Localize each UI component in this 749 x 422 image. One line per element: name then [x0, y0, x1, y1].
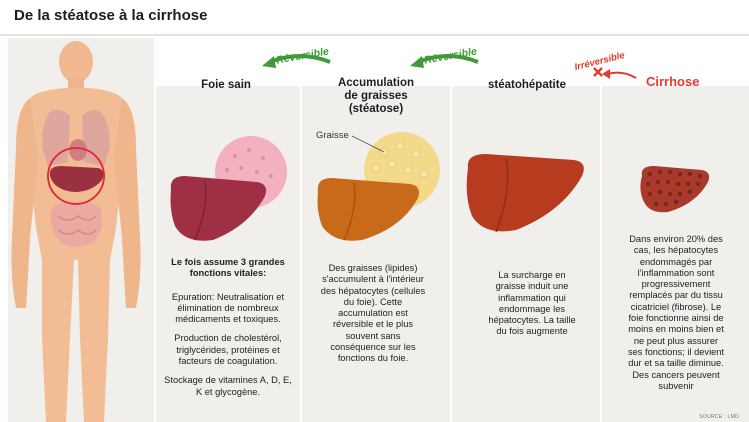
healthy-function-3: Stockage de vitamines A, D, E, K et glyc… [164, 375, 292, 397]
stage-heading-nash: stéatohépatite [488, 79, 566, 91]
cirrhosis-description: Dans environ 20% des cas, les hépatocyte… [627, 234, 725, 391]
title-bar: De la stéatose à la cirrhose [0, 0, 749, 36]
steatosis-heading-line-1: Accumulation [337, 77, 415, 89]
stage-heading-cirrhosis: Cirrhose [646, 74, 700, 89]
body-figure-panel [8, 38, 154, 422]
stage-heading-healthy: Foie sain [201, 79, 251, 91]
page-title: De la stéatose à la cirrhose [14, 7, 208, 24]
healthy-liver-illustration [170, 136, 287, 241]
healthy-function-1: Epuration: Neutralisation et élimination… [171, 291, 285, 325]
healthy-intro: Le fois assume 3 grandes fonctions vital… [171, 257, 285, 279]
steatosis-heading-line-2: de graisses [344, 90, 408, 102]
nash-description: La surcharge en graisse induit une infla… [488, 270, 576, 337]
cirrhosis-liver-illustration [640, 166, 710, 213]
healthy-function-2: Production de cholestérol, triglycérides… [174, 333, 282, 367]
column-bg-healthy [156, 86, 300, 422]
title-divider [0, 34, 749, 36]
reversible-arrow-1 [262, 54, 331, 68]
stage-heading-steatosis: Accumulation de graisses (stéatose) [326, 77, 426, 116]
steatosis-heading-line-3: (stéatose) [348, 103, 404, 115]
column-bg-cirrhosis [602, 86, 749, 422]
irreversible-arrow [593, 67, 637, 79]
source-credit: SOURCE : LMD [699, 414, 739, 420]
steatosis-liver-illustration [317, 132, 440, 241]
zoom-label-fat: Graisse [316, 130, 349, 141]
column-bg-nash [452, 86, 600, 422]
human-body-illustration [11, 41, 141, 422]
steatosis-description: Des graisses (lipides) s'accumulent à l'… [320, 263, 426, 364]
nash-liver-illustration [466, 154, 584, 233]
reversible-arrow-2 [410, 54, 479, 68]
healthy-description: Le fois assume 3 grandes fonctions vital… [160, 257, 296, 406]
